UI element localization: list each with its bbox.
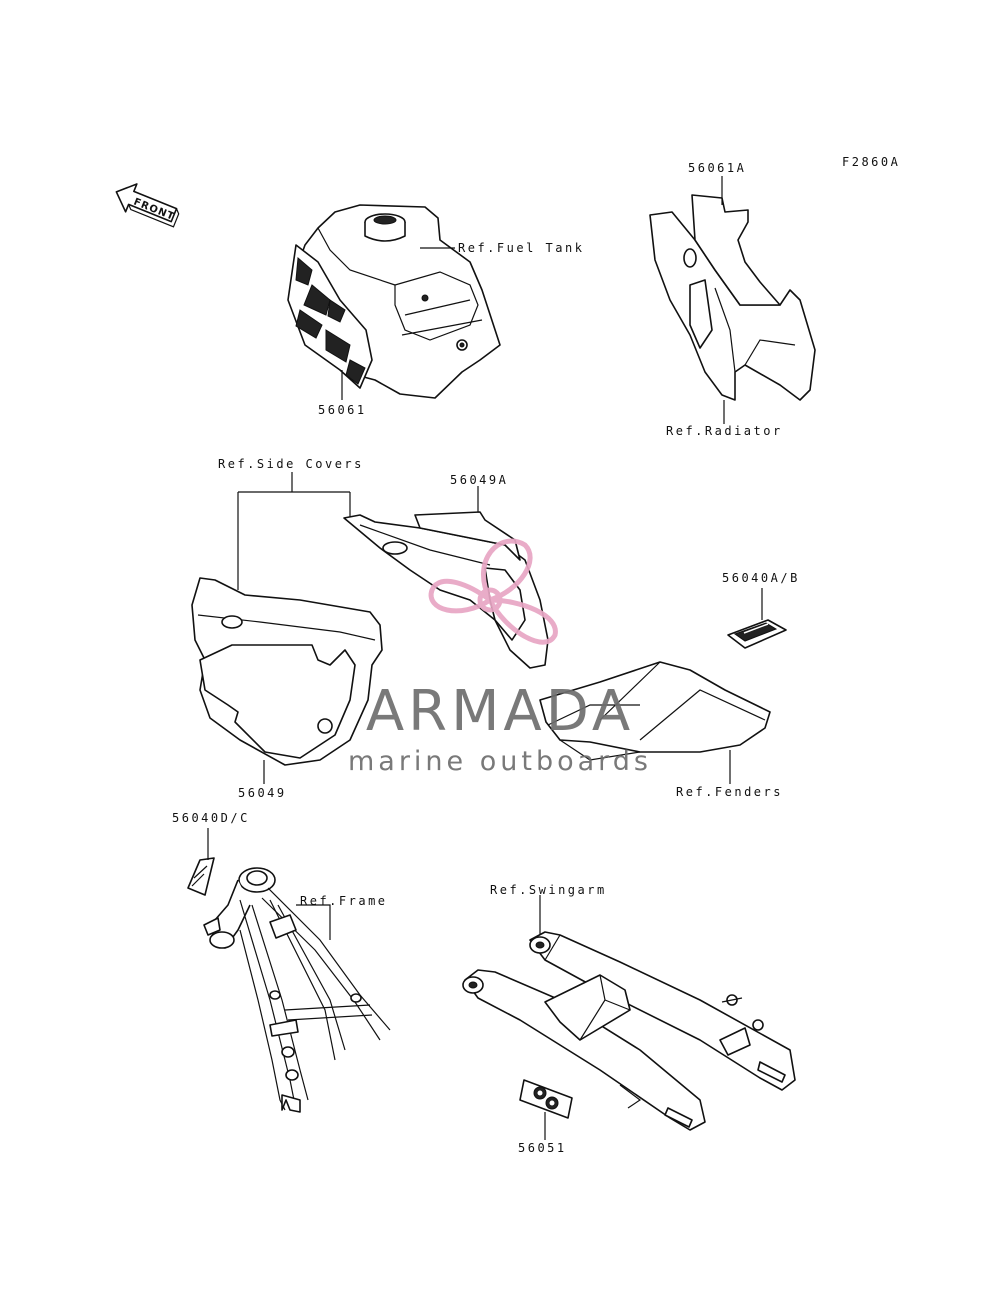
label-56040ab: 56040A/B	[722, 571, 800, 585]
label-56040dc: 56040D/C	[172, 811, 250, 825]
frame	[187, 857, 391, 1113]
propeller-logo-icon	[428, 538, 558, 645]
fuel-tank	[287, 204, 501, 399]
propeller-blade	[485, 597, 558, 645]
radiator-shroud	[649, 194, 816, 401]
propeller-blade	[428, 578, 495, 614]
swingarm	[462, 931, 796, 1131]
label-fuel-tank: Ref.Fuel Tank	[458, 241, 584, 255]
label-frame: Ref.Frame	[300, 894, 388, 908]
watermark-tagline: marine outboards	[348, 746, 652, 777]
label-side-covers: Ref.Side Covers	[218, 457, 364, 471]
label-56049: 56049	[238, 786, 287, 800]
label-swingarm: Ref.Swingarm	[490, 883, 607, 897]
decal-56051	[519, 1079, 573, 1119]
propeller-hub	[477, 587, 503, 613]
watermark-brand: ARMADA	[366, 679, 634, 744]
figure-code: F2860A	[842, 155, 900, 169]
label-fenders: Ref.Fenders	[676, 785, 783, 799]
decal-56040ab	[727, 619, 787, 649]
label-56061a: 56061A	[688, 161, 746, 175]
label-56051: 56051	[518, 1141, 567, 1155]
label-56049a: 56049A	[450, 473, 508, 487]
left-side-cover	[191, 577, 383, 766]
label-radiator: Ref.Radiator	[666, 424, 783, 438]
front-arrow-icon: FRONT	[115, 183, 180, 228]
rear-fender	[539, 661, 771, 761]
propeller-blade	[481, 538, 533, 604]
watermark: ARMADA marine outboards	[348, 538, 652, 777]
label-56061: 56061	[318, 403, 367, 417]
